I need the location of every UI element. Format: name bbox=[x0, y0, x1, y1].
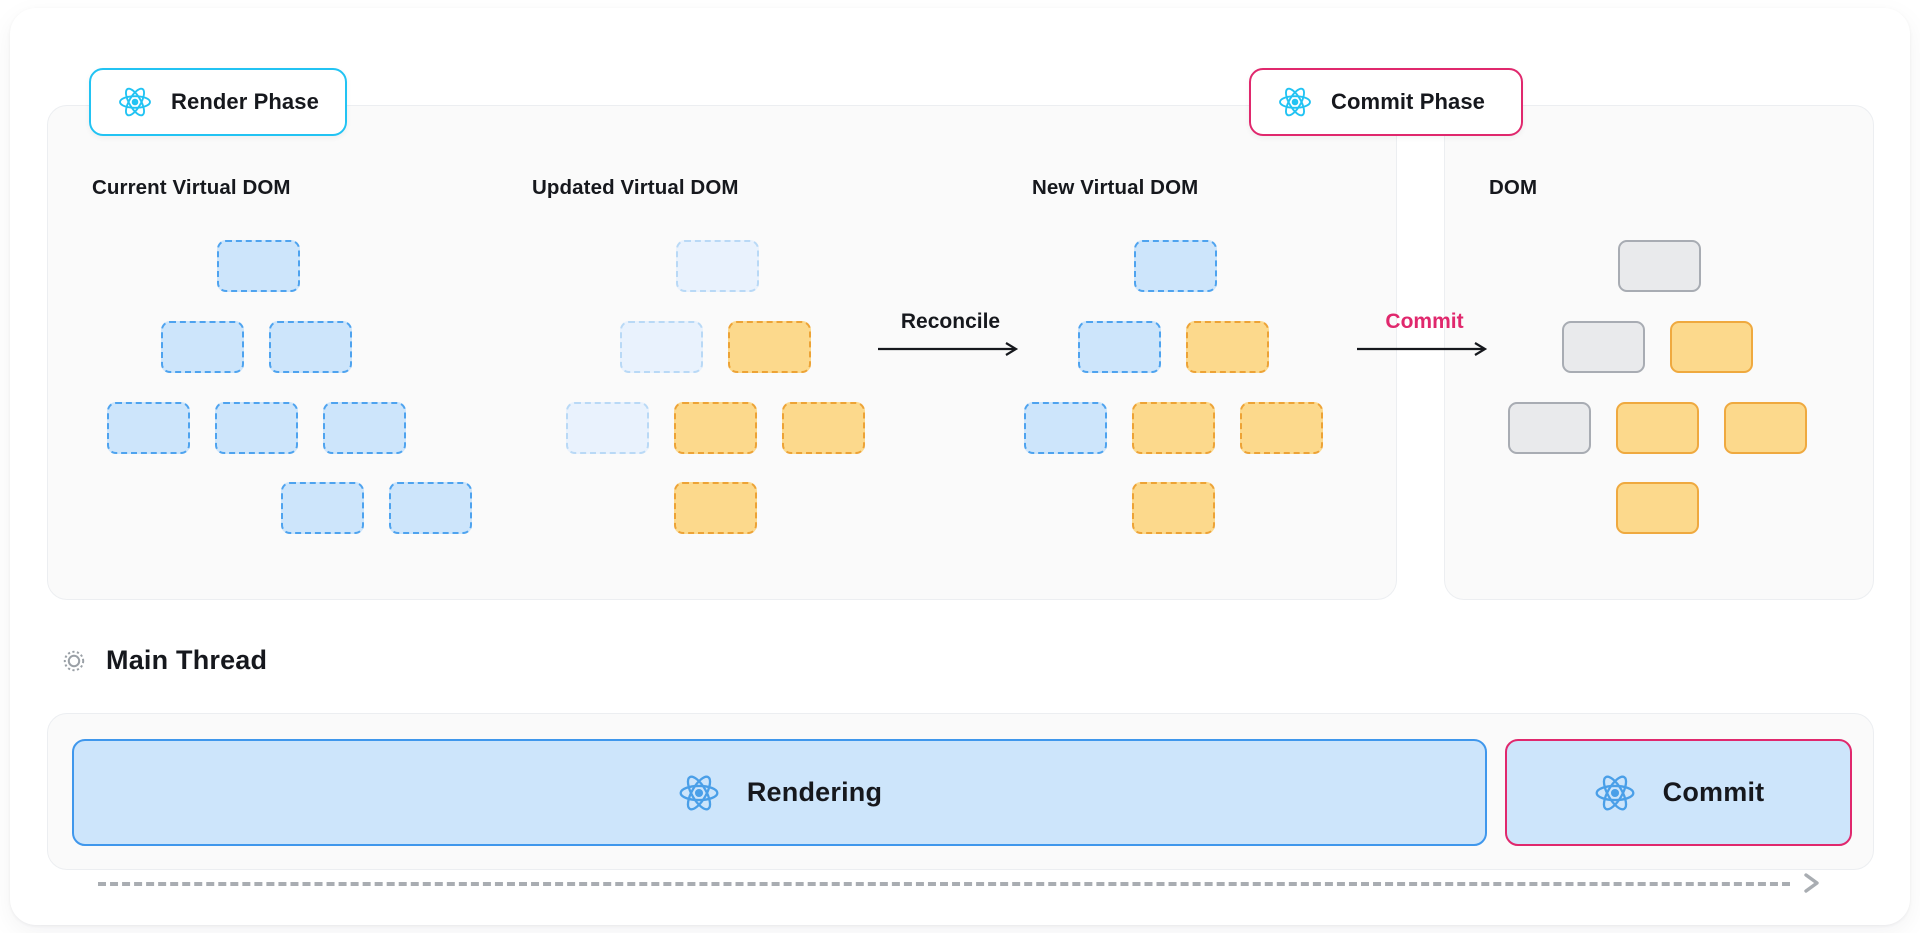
tree-node bbox=[1616, 482, 1699, 534]
tree-node bbox=[1618, 240, 1701, 292]
main-thread-header: Main Thread bbox=[60, 645, 267, 676]
flow-reconcile: Reconcile bbox=[878, 310, 1023, 356]
tree-node bbox=[728, 321, 811, 373]
render-phase-badge-label: Render Phase bbox=[171, 89, 319, 114]
tree-node bbox=[1132, 482, 1215, 534]
tree-node bbox=[217, 240, 300, 292]
tree-node bbox=[161, 321, 244, 373]
column-title-dom: DOM bbox=[1489, 176, 1538, 199]
tree-node bbox=[1078, 321, 1161, 373]
main-thread-timeline-card: Rendering Commit bbox=[47, 713, 1874, 870]
commit-phase-badge[interactable]: Commit Phase bbox=[1249, 68, 1524, 136]
tree-node bbox=[674, 482, 757, 534]
flow-commit: Commit bbox=[1357, 310, 1492, 356]
track-rendering-label: Rendering bbox=[746, 777, 883, 807]
track-commit-label: Commit bbox=[1662, 777, 1765, 807]
main-thread-label: Main Thread bbox=[106, 645, 268, 675]
render-phase-badge[interactable]: Render Phase bbox=[89, 68, 347, 136]
react-atom-icon bbox=[117, 84, 153, 120]
tree-node bbox=[215, 402, 298, 454]
react-atom-icon bbox=[677, 771, 721, 815]
tree-node bbox=[1616, 402, 1699, 454]
flow-commit-label: Commit bbox=[1385, 310, 1464, 333]
tree-node bbox=[1024, 402, 1107, 454]
track-rendering[interactable]: Rendering bbox=[72, 739, 1487, 846]
chevron-right-icon bbox=[1800, 873, 1826, 893]
tree-node bbox=[674, 402, 757, 454]
tree-node bbox=[323, 402, 406, 454]
tree-node bbox=[1134, 240, 1217, 292]
tree-node bbox=[566, 402, 649, 454]
timeline-axis bbox=[98, 873, 1826, 893]
commit-phase-badge-label: Commit Phase bbox=[1331, 89, 1486, 114]
flow-reconcile-label: Reconcile bbox=[900, 310, 1001, 333]
track-commit[interactable]: Commit bbox=[1505, 739, 1852, 846]
arrow-right-icon bbox=[878, 342, 1019, 356]
tree-node bbox=[1186, 321, 1269, 373]
column-title-current-virtual-dom: Current Virtual DOM bbox=[92, 176, 291, 199]
tree-node bbox=[1562, 321, 1645, 373]
react-atom-icon bbox=[1593, 771, 1637, 815]
tree-node bbox=[1508, 402, 1591, 454]
column-title-updated-virtual-dom: Updated Virtual DOM bbox=[532, 176, 739, 199]
column-title-new-virtual-dom: New Virtual DOM bbox=[1032, 176, 1199, 199]
tree-node bbox=[1670, 321, 1753, 373]
tree-node bbox=[269, 321, 352, 373]
tree-node bbox=[620, 321, 703, 373]
arrow-right-icon bbox=[1357, 342, 1488, 356]
timeline-dashed-line bbox=[98, 882, 1790, 886]
react-atom-icon bbox=[1277, 84, 1313, 120]
tree-node bbox=[281, 482, 364, 534]
tree-node bbox=[107, 402, 190, 454]
tree-node bbox=[676, 240, 759, 292]
tree-node bbox=[1132, 402, 1215, 454]
tree-node bbox=[1240, 402, 1323, 454]
tree-node bbox=[1724, 402, 1807, 454]
tree-node bbox=[782, 402, 865, 454]
gear-icon bbox=[60, 647, 88, 675]
tree-node bbox=[389, 482, 472, 534]
